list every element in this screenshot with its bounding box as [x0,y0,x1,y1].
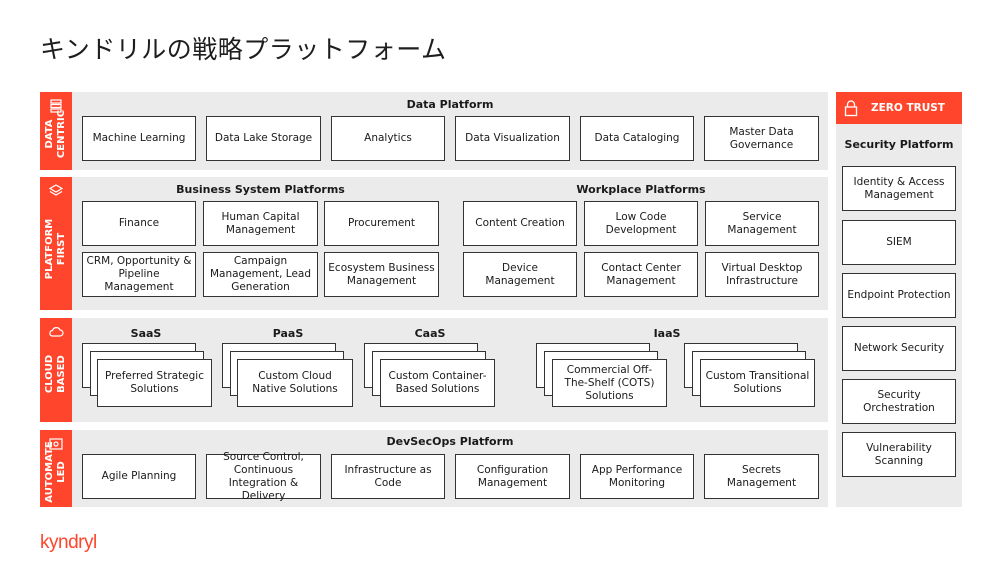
workplace-platforms-heading: Workplace Platforms [576,183,706,196]
band-label-line1: AUTOMATE [44,440,55,503]
page-title: キンドリルの戦略プラットフォーム [40,35,447,64]
band-label-line1: DATA [44,119,55,149]
paas-item: Custom Cloud Native Solutions [237,359,353,407]
devsecops-item-secrets-management: Secrets Management [704,454,819,499]
lock-icon [844,100,858,117]
devsecops-item-source-control: Source Control, Continuous Integration &… [206,451,321,502]
band-label-line2: BASED [56,355,67,394]
security-platform-heading: Security Platform [844,138,954,151]
business-item-crm: CRM, Opportunity & Pipeline Management [82,252,196,297]
workplace-item-contact-center: Contact Center Management [584,252,698,297]
kyndryl-logo: kyndryl [40,532,97,553]
business-item-human-capital: Human Capital Management [203,201,318,246]
business-item-procurement: Procurement [324,201,439,246]
data-platform-heading: Data Platform [406,98,494,111]
security-item-endpoint-protection: Endpoint Protection [842,273,956,318]
workplace-item-low-code: Low Code Development [584,201,698,246]
workplace-item-virtual-desktop: Virtual Desktop Infrastructure [705,252,819,297]
security-item-network-security: Network Security [842,326,956,371]
cloud-icon [49,327,64,337]
devsecops-platform-heading: DevSecOps Platform [386,435,514,448]
security-item-siem: SIEM [842,220,956,265]
iaas-item-transitional: Custom Transitional Solutions [700,359,815,407]
workplace-item-device-management: Device Management [463,252,577,297]
security-item-identity-access: Identity & Access Management [842,166,956,211]
business-item-campaign: Campaign Management, Lead Generation [203,252,318,297]
iaas-heading: IaaS [653,327,681,340]
data-item-machine-learning: Machine Learning [82,116,196,161]
business-item-finance: Finance [82,201,196,246]
layers-icon [48,184,64,196]
business-item-ecosystem: Ecosystem Business Management [324,252,439,297]
zero-trust-header: ZERO TRUST [836,92,962,124]
devsecops-item-app-performance: App Performance Monitoring [580,454,694,499]
saas-heading: SaaS [130,327,162,340]
data-item-analytics: Analytics [331,116,445,161]
devsecops-item-configuration-management: Configuration Management [455,454,570,499]
business-system-platforms-heading: Business System Platforms [176,183,345,196]
caas-heading: CaaS [414,327,446,340]
band-label-line2: FIRST [56,232,67,265]
security-item-vulnerability-scanning: Vulnerability Scanning [842,432,956,477]
band-label-line2: LED [56,460,67,483]
paas-heading: PaaS [272,327,304,340]
data-item-master-data-governance: Master Data Governance [704,116,819,161]
band-label-line1: CLOUD [44,355,55,394]
iaas-item-cots: Commercial Off-The-Shelf (COTS) Solution… [552,359,667,407]
automation-icon [49,438,63,450]
data-item-data-lake-storage: Data Lake Storage [206,116,321,161]
band-label-line2: CENTRIC [56,110,67,159]
security-item-security-orchestration: Security Orchestration [842,379,956,424]
devsecops-item-agile-planning: Agile Planning [82,454,196,499]
caas-item: Custom Container-Based Solutions [380,359,495,407]
workplace-item-content-creation: Content Creation [463,201,577,246]
saas-item: Preferred Strategic Solutions [97,359,212,407]
database-icon [50,99,62,113]
workplace-item-service-management: Service Management [705,201,819,246]
data-item-data-cataloging: Data Cataloging [580,116,694,161]
band-label-line1: PLATFORM [44,218,55,280]
data-item-data-visualization: Data Visualization [455,116,570,161]
devsecops-item-infrastructure-as-code: Infrastructure as Code [331,454,445,499]
